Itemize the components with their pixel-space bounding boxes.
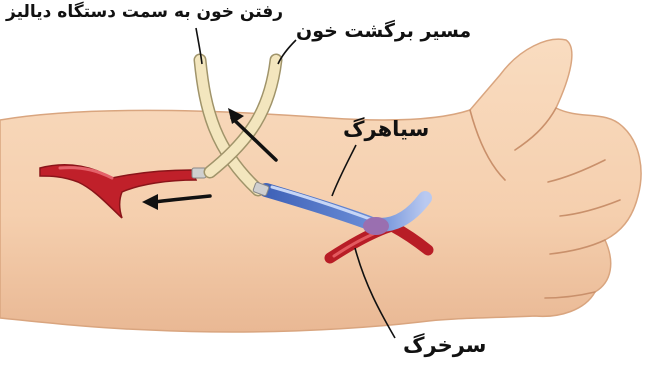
fistula-junction [363, 217, 389, 235]
label-to-dialysis: رفتن خون به سمت دستگاه دیالیز [6, 2, 283, 22]
label-artery: سرخرگ [403, 333, 486, 357]
label-vein: سیاهرگ [343, 117, 429, 141]
label-return-path: مسیر برگشت خون [296, 20, 471, 42]
